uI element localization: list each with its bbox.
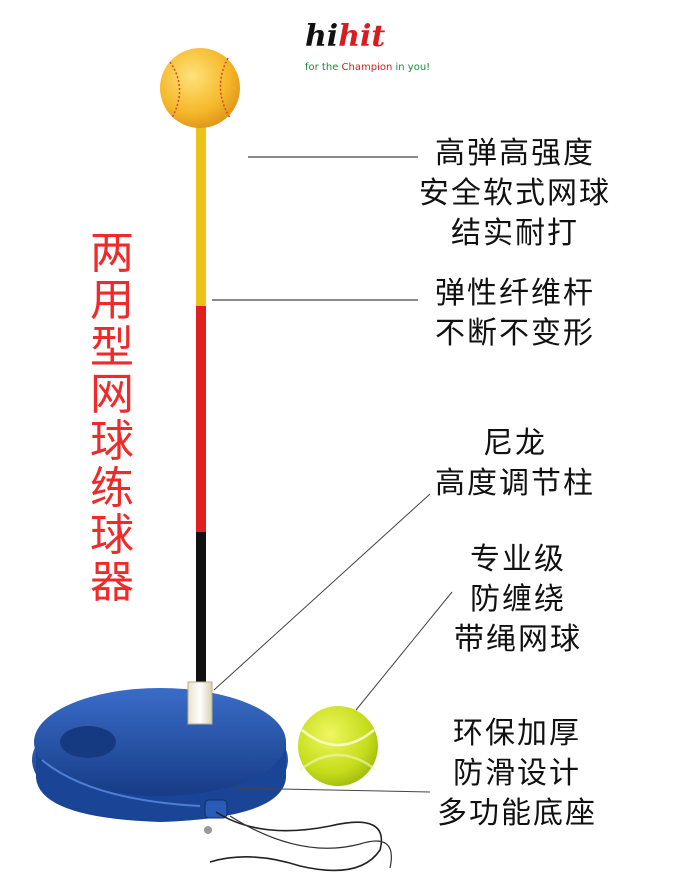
- callout-column-line2: 高度调节柱: [435, 466, 595, 501]
- soft-ball: [160, 48, 240, 128]
- pole-red-segment: [196, 306, 206, 532]
- tethered-tennis-ball: [204, 706, 392, 872]
- height-adjust-column: [187, 681, 213, 725]
- brand-logo: hihit for the Champion in you!: [305, 18, 445, 82]
- brand-wordmark: hihit: [305, 18, 385, 56]
- callout-base-line3: 多功能底座: [437, 796, 597, 831]
- callout-ball-line2: 安全软式网球: [419, 176, 611, 211]
- leader-base: [231, 787, 431, 793]
- callout-pole-line2: 不断不变形: [435, 316, 595, 351]
- callout-base: 环保加厚 防滑设计 多功能底座: [412, 714, 622, 834]
- callout-column-line1: 尼龙: [483, 426, 547, 461]
- brand-hi: hi: [305, 19, 339, 54]
- tagline-post: in you!: [392, 62, 431, 73]
- callout-column: 尼龙 高度调节柱: [410, 424, 620, 504]
- swivel-clip: [204, 826, 212, 834]
- callout-tennis-ball: 专业级 防缠绕 带绳网球: [418, 540, 618, 660]
- rope-anchor: [204, 799, 228, 819]
- callout-ball-line1: 高弹高强度: [435, 136, 595, 171]
- callout-tennis-line2: 防缠绕: [470, 582, 566, 617]
- fiber-pole: [196, 118, 206, 682]
- callout-ball-line3: 结实耐打: [451, 216, 579, 251]
- callout-lines: [212, 156, 453, 793]
- pole-black-segment: [196, 532, 206, 682]
- callout-ball: 高弹高强度 安全软式网球 结实耐打: [400, 134, 630, 254]
- brand-hit: hit: [338, 19, 386, 54]
- tagline-pre: for the: [305, 62, 342, 73]
- leader-tennis: [355, 591, 453, 711]
- callout-tennis-line1: 专业级: [470, 542, 566, 577]
- callout-tennis-line3: 带绳网球: [454, 622, 582, 657]
- pole-yellow-segment: [196, 118, 206, 306]
- callout-pole: 弹性纤维杆 不断不变形: [410, 274, 620, 354]
- callout-pole-line1: 弹性纤维杆: [435, 276, 595, 311]
- base-cup: [60, 726, 116, 758]
- product-title: 两用型网球练球器: [90, 228, 134, 608]
- leader-column: [213, 493, 431, 691]
- callout-base-line1: 环保加厚: [453, 716, 581, 751]
- weighted-base: [32, 681, 288, 822]
- callout-base-line2: 防滑设计: [453, 756, 581, 791]
- tagline-mid: Champion: [341, 62, 393, 73]
- brand-tagline: for the Champion in you!: [305, 62, 430, 73]
- tether-string: [209, 811, 383, 872]
